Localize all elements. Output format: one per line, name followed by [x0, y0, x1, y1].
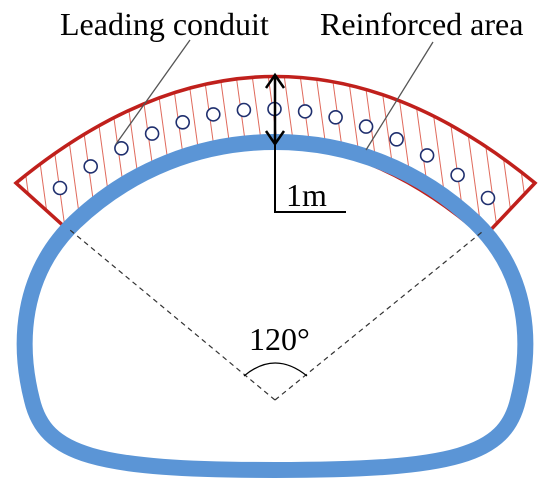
- hatch-line: [249, 76, 277, 237]
- conduit-circle: [480, 190, 496, 206]
- hatch-line: [217, 76, 245, 237]
- conduit-circle: [83, 159, 98, 174]
- conduit-circle: [206, 107, 221, 122]
- hatch-line: [137, 76, 165, 237]
- hatch-line: [265, 76, 293, 237]
- angle-arc: [243, 362, 308, 377]
- hatch-line: [25, 76, 53, 237]
- conduit-circle: [297, 104, 313, 119]
- hatch-line: [16, 76, 37, 237]
- reinforced-area-leader: [365, 41, 434, 151]
- leading-conduit-label: Leading conduit: [60, 6, 269, 42]
- conduit-circle: [236, 102, 252, 118]
- conduit-circle: [52, 180, 68, 196]
- conduit-circle: [419, 148, 435, 163]
- conduit-circle: [175, 115, 190, 130]
- hatch-line: [489, 76, 517, 237]
- hatch-line: [521, 76, 535, 237]
- hatch-line: [233, 76, 261, 237]
- conduit-circle: [114, 141, 129, 156]
- conduit-circle: [144, 126, 160, 141]
- reinforced-area-label: Reinforced area: [320, 6, 523, 42]
- hatch-line: [297, 76, 325, 237]
- hatch-line: [505, 76, 533, 237]
- hatch-line: [538, 60, 550, 250]
- angle-guide-left: [69, 229, 276, 401]
- thickness-label: 1m: [286, 177, 327, 213]
- conduit-circle: [450, 167, 465, 183]
- leading-conduits: [52, 101, 496, 206]
- leading-conduit-leader: [115, 39, 191, 145]
- hatch-line: [281, 76, 309, 237]
- conduit-circle: [358, 119, 374, 134]
- angle-label: 120°: [249, 321, 310, 357]
- conduit-circle: [328, 110, 343, 125]
- hatch-line: [393, 76, 421, 237]
- conduit-circle: [389, 132, 404, 147]
- hatch-line: [121, 76, 149, 237]
- thickness-dimension: [264, 72, 346, 213]
- hatch-line: [89, 76, 117, 237]
- tunnel-lining: [16, 134, 534, 478]
